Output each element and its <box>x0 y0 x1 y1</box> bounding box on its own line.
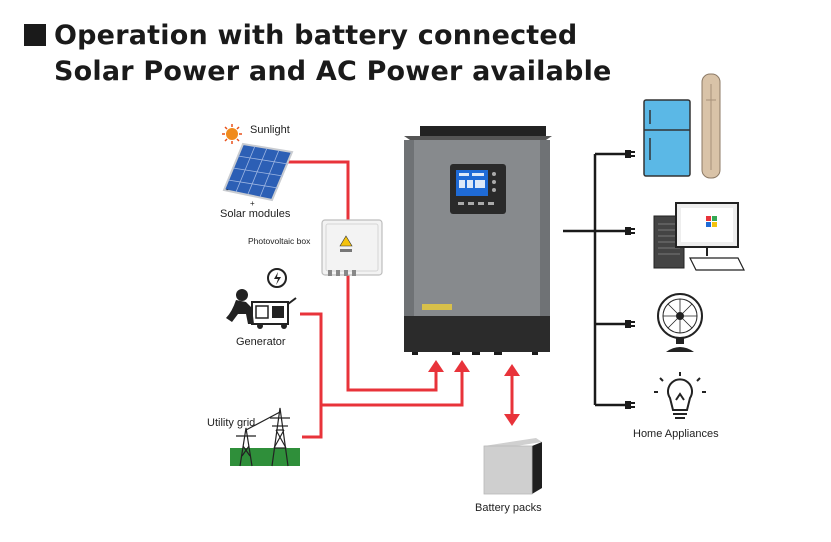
computer-icon <box>653 202 745 271</box>
label-photovoltaic-box: Photovoltaic box <box>248 236 311 246</box>
diagram-title: Operation with battery connected Solar P… <box>24 18 612 90</box>
refrigerator-icon <box>643 73 721 179</box>
label-battery-packs: Battery packs <box>475 502 542 514</box>
svg-text:+: + <box>250 199 255 208</box>
battery-pack-icon <box>483 438 542 495</box>
svg-text:-: - <box>226 185 229 194</box>
solar-panel-icon: - + <box>222 142 294 208</box>
solar-input-arrow <box>428 360 444 372</box>
solar-to-inverter-line <box>270 160 438 392</box>
battery-arrow-down <box>504 414 520 426</box>
sun-icon <box>222 124 242 144</box>
label-utility-grid: Utility grid <box>207 417 256 429</box>
light-bulb-icon <box>654 372 706 419</box>
junction-box-icon <box>321 219 383 276</box>
fan-icon <box>657 293 703 352</box>
generator-to-inverter-line <box>300 312 464 439</box>
label-home-appliances: Home Appliances <box>633 428 719 440</box>
load-distribution-lines <box>563 152 626 407</box>
transmission-tower-icon <box>230 407 300 467</box>
label-sunlight: Sunlight <box>250 124 290 136</box>
title-bullet-icon <box>24 24 46 46</box>
title-text-1: Operation with battery connected <box>54 20 578 51</box>
battery-arrow-up <box>504 364 520 376</box>
title-line-2: Solar Power and AC Power available <box>54 56 612 87</box>
inverter-icon <box>404 126 552 355</box>
ac-input-arrow <box>454 360 470 372</box>
label-solar-modules: Solar modules <box>220 208 291 220</box>
generator-icon <box>226 268 297 329</box>
plug-icons <box>625 150 635 409</box>
title-line-1: Operation with battery connected <box>24 18 612 54</box>
label-generator: Generator <box>236 336 286 348</box>
